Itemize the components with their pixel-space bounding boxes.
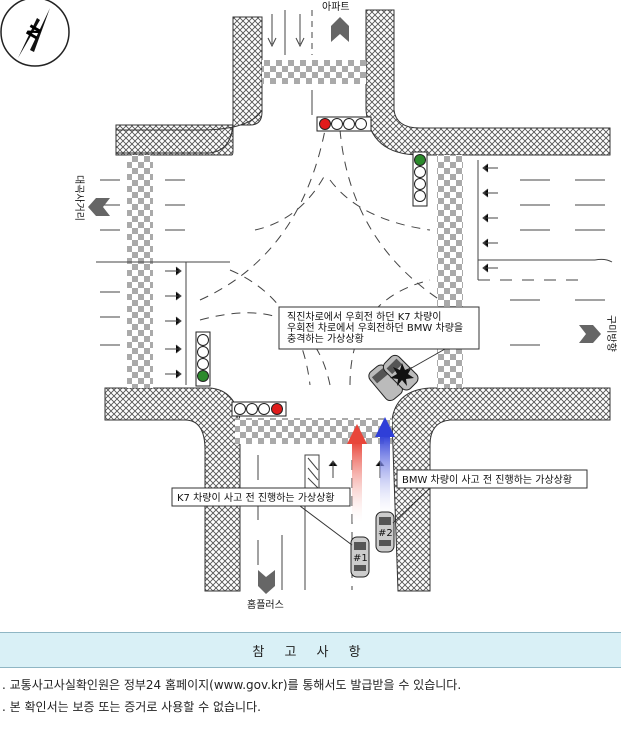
- crosswalk-south: [235, 418, 392, 444]
- callout-k7-text: K7 차량이 사고 전 진행하는 가상상황: [177, 491, 335, 504]
- note-item: . 본 확인서는 보증 또는 증거로 사용할 수 없습니다.: [2, 700, 261, 714]
- crosswalk-west: [127, 155, 153, 388]
- callout-bmw-text: BMW 차량이 사고 전 진행하는 가상상황: [402, 473, 572, 486]
- label-gumi-direction: 구미방향: [605, 315, 617, 352]
- crosswalk-north: [262, 60, 366, 84]
- curb-southwest: [104, 387, 241, 592]
- lane-markings-north: [267, 10, 313, 115]
- note-item: . 교통사고사실확인원은 정부24 홈페이지(www.gov.kr)를 통해서도…: [2, 678, 462, 692]
- label-daegok-intersection: 대곡사거리: [73, 175, 85, 221]
- callout-collision-line3: 충격하는 가상상황: [287, 332, 364, 345]
- callout-collision: 직진차로에서 우회전 하던 K7 차량이 우회전 차로에서 우회전하던 BMW …: [278, 306, 480, 371]
- vehicle-bmw-label: #2: [378, 528, 393, 539]
- direction-south-icon: [258, 570, 275, 594]
- direction-west-icon: [88, 198, 110, 216]
- label-homeplus: 홈플러스: [247, 598, 284, 611]
- crosswalk-east: [437, 155, 463, 388]
- direction-east-icon: [579, 325, 601, 343]
- callout-bmw: BMW 차량이 사고 전 진행하는 가상상황: [392, 469, 588, 524]
- callout-k7: K7 차량이 사고 전 진행하는 가상상황: [171, 487, 353, 546]
- notes-section: 참 고 사 항 . 교통사고사실확인원은 정부24 홈페이지(www.gov.k…: [0, 632, 621, 734]
- label-apartment: 아파트: [322, 1, 350, 13]
- traffic-signal-west: [195, 331, 211, 387]
- north-compass-icon: N: [0, 0, 70, 67]
- collision-point-icon: [390, 363, 414, 386]
- curb-northwest: [115, 16, 263, 156]
- lane-markings-west: [96, 179, 230, 385]
- collision-vehicles: [368, 354, 419, 402]
- accident-diagram: N: [0, 0, 617, 611]
- bmw-trajectory-arrow: [375, 417, 395, 515]
- vehicle-bmw: #2: [375, 511, 395, 553]
- traffic-signal-north: [316, 116, 372, 132]
- k7-trajectory-arrow: [347, 424, 367, 522]
- traffic-signal-east: [412, 151, 428, 207]
- callout-collision-line2: 우회전 차로에서 우회전하던 BMW 차량을: [287, 321, 463, 334]
- vehicle-k7-label: #1: [353, 553, 368, 564]
- curb-southeast: [391, 387, 611, 592]
- direction-north-icon: [331, 17, 349, 42]
- lane-markings-east: [477, 160, 613, 346]
- traffic-signal-south: [231, 401, 287, 417]
- vehicle-k7: #1: [350, 536, 370, 578]
- notes-title: 참 고 사 항: [0, 632, 621, 668]
- curb-northeast: [365, 9, 611, 156]
- callout-collision-line1: 직진차로에서 우회전 하던 K7 차량이: [287, 310, 441, 323]
- lane-markings-south: [257, 454, 385, 590]
